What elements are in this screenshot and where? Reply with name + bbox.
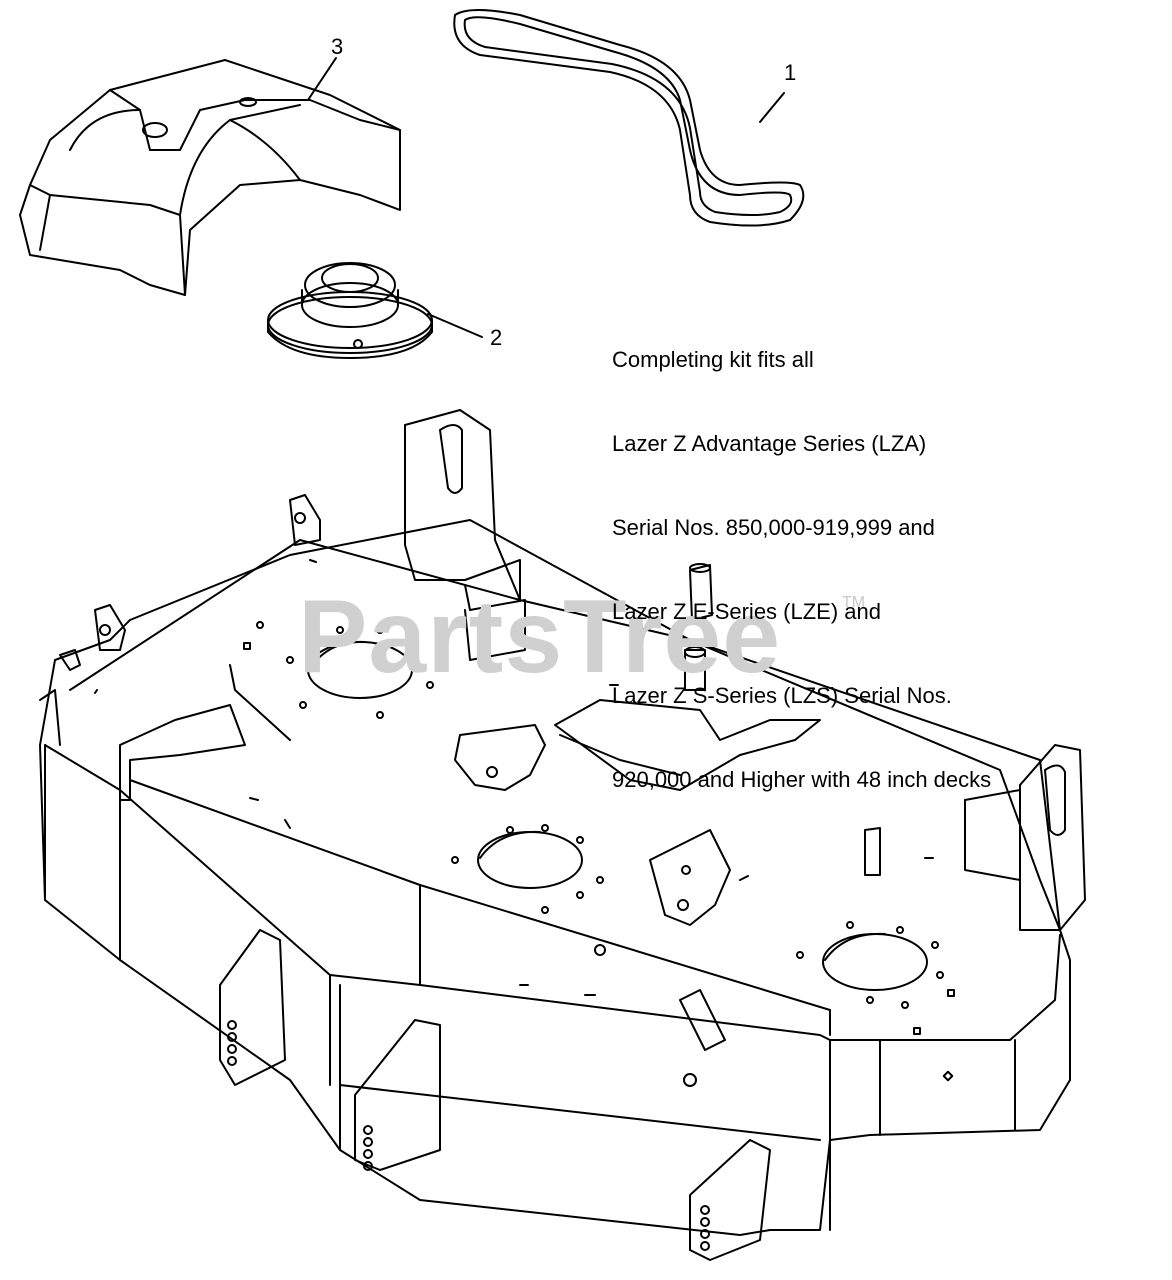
callout-1[interactable]: 1 <box>784 60 797 85</box>
blade-hole-center <box>477 831 583 889</box>
note-line: 920,000 and Higher with 48 inch decks <box>612 767 992 792</box>
bracket-front-center <box>354 1019 441 1171</box>
idler-plate-left <box>454 724 546 791</box>
bracket-front-right <box>689 1139 771 1261</box>
pulley-part-2[interactable] <box>267 262 433 359</box>
trademark-mark: TM <box>842 594 866 611</box>
note-line: Completing kit fits all <box>612 347 814 372</box>
leader-line-2 <box>427 313 483 338</box>
callout-3[interactable]: 3 <box>331 34 344 59</box>
compatibility-note: Completing kit fits all Lazer Z Advantag… <box>612 290 991 822</box>
callout-2[interactable]: 2 <box>490 325 503 350</box>
idler-plate-right <box>649 829 731 926</box>
watermark: PartsTree <box>298 579 782 695</box>
note-line: Lazer Z Advantage Series (LZA) <box>612 431 927 456</box>
note-line: Lazer Z S-Series (LZS) Serial Nos. <box>612 683 952 708</box>
belt-cover-part-3[interactable] <box>19 59 401 296</box>
leader-line-1 <box>759 92 785 123</box>
note-line: Serial Nos. 850,000-919,999 and <box>612 515 935 540</box>
belt-part-1[interactable] <box>453 9 805 227</box>
blade-hole-right <box>822 933 928 991</box>
mower-deck[interactable] <box>39 409 1086 1261</box>
leader-line-3 <box>307 57 337 101</box>
bracket-front-left <box>219 929 286 1086</box>
note-line: Lazer Z E-Series (LZE) and <box>612 599 881 624</box>
